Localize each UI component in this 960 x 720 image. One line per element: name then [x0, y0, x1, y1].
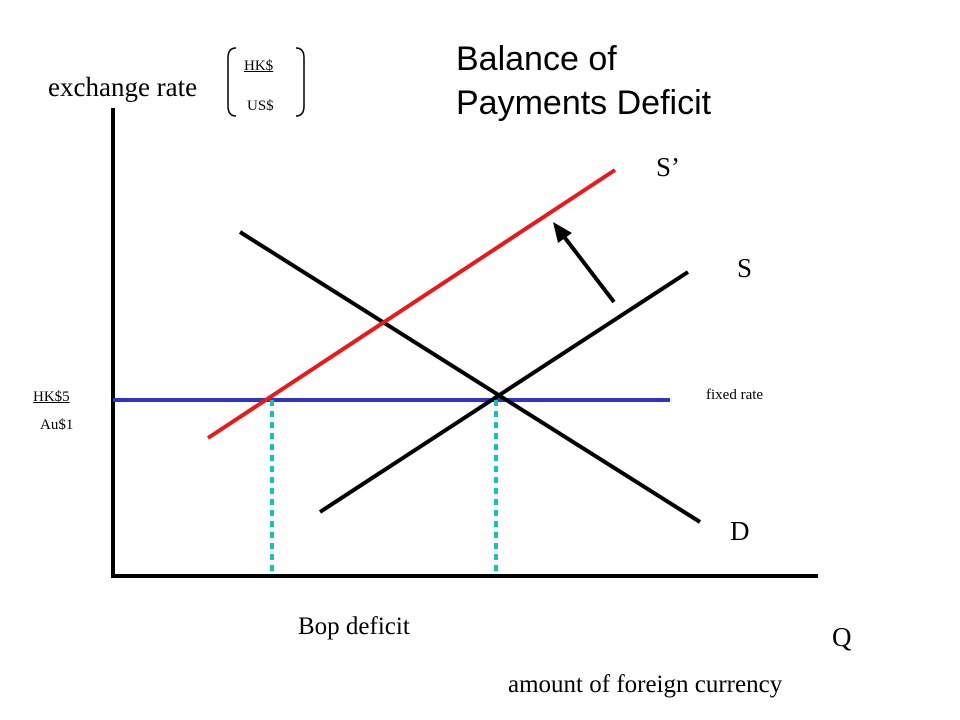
- y-axis-unit-numerator: HK$: [244, 58, 274, 74]
- title-line-1: Balance of: [456, 40, 617, 78]
- demand-curve: [238, 230, 702, 524]
- shift-arrow-head: [553, 222, 572, 243]
- fixed-rate-numerator: HK$5: [33, 389, 70, 405]
- supply-new-curve: [206, 168, 617, 440]
- supply-curve: [318, 270, 690, 514]
- x-axis-short-label: Q: [832, 622, 852, 652]
- demand-label: D: [730, 516, 750, 546]
- supply-label: S: [737, 253, 753, 283]
- fixed-rate-label: fixed rate: [706, 387, 764, 403]
- y-axis-unit-denominator: US$: [247, 98, 274, 114]
- title-line-2: Payments Deficit: [456, 83, 712, 122]
- supply-new-label: S’: [656, 152, 681, 182]
- unit-left-bracket: [227, 47, 237, 117]
- bop-deficit-label: Bop deficit: [298, 613, 410, 640]
- diagram-title: Balance of Payments Deficit: [456, 38, 876, 125]
- shift-arrow-shaft: [560, 232, 616, 304]
- x-axis-label: amount of foreign currency: [508, 671, 783, 698]
- y-axis-label: exchange rate: [48, 72, 198, 102]
- fixed-rate-denominator: Au$1: [40, 417, 74, 433]
- unit-right-bracket: [295, 47, 305, 117]
